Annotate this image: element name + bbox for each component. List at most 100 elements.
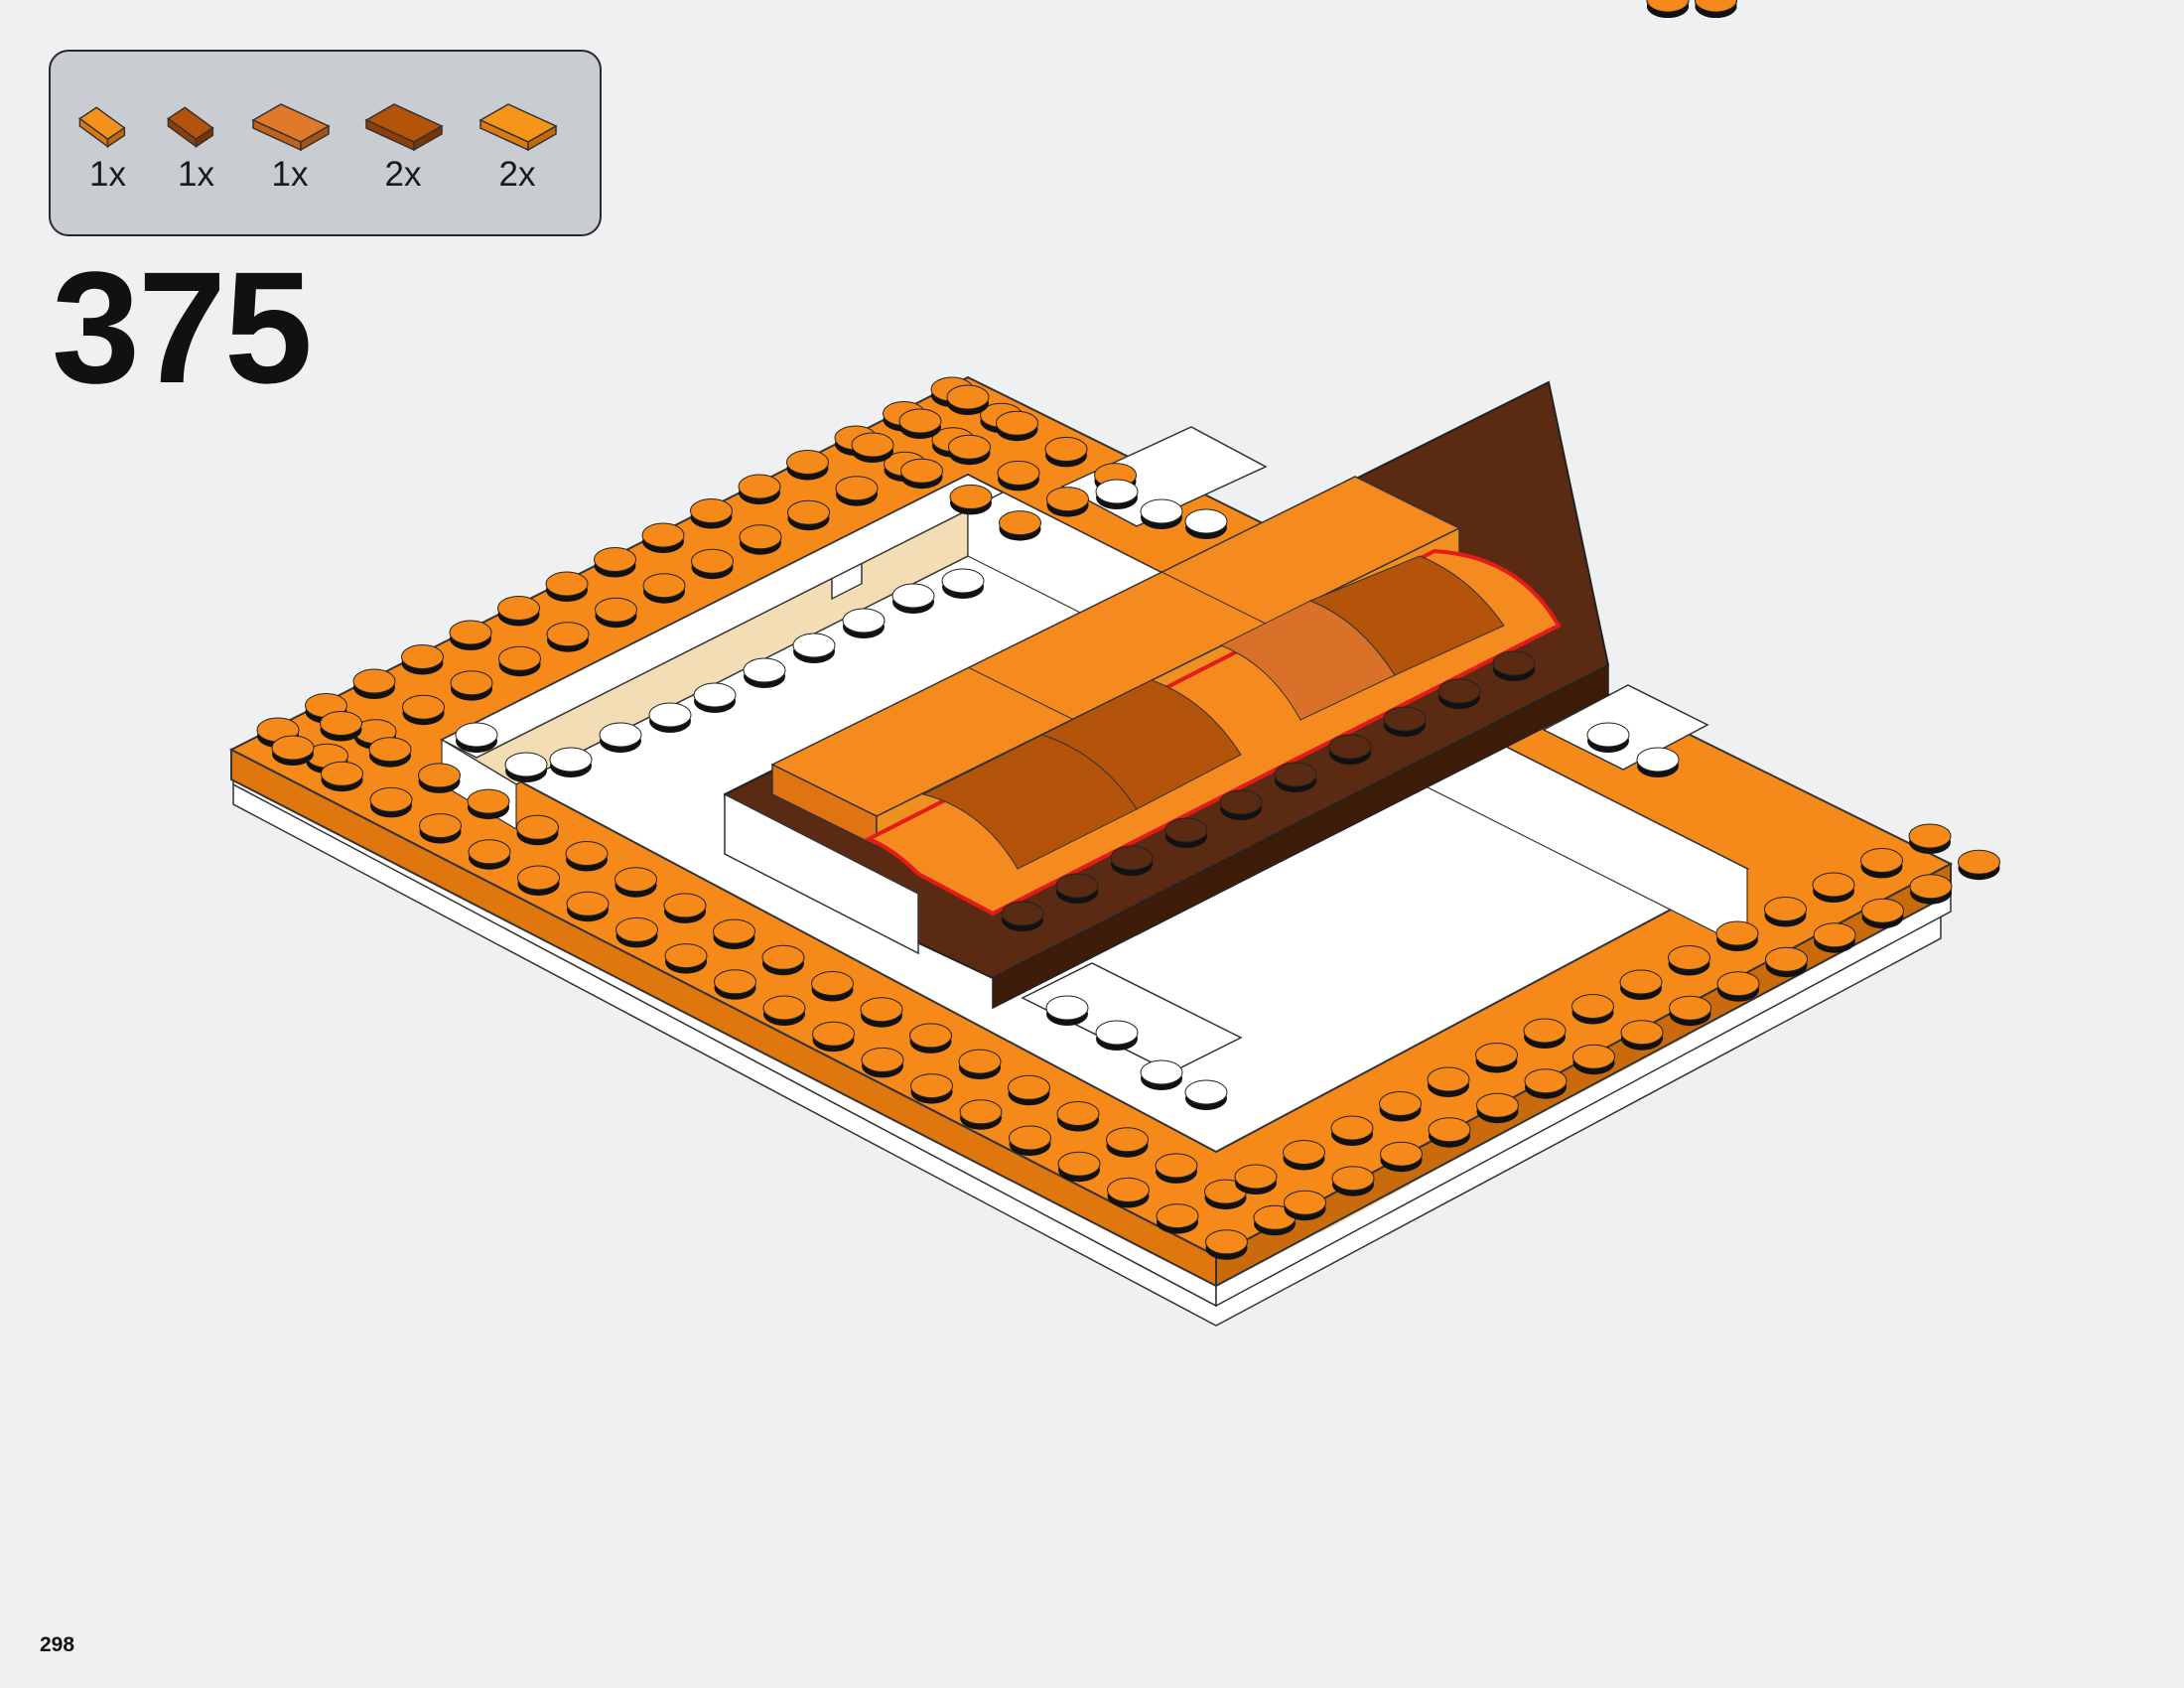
stud	[1715, 920, 1759, 951]
stud	[271, 735, 315, 766]
stud	[900, 458, 943, 490]
stud	[1001, 901, 1044, 931]
stud	[1274, 762, 1317, 792]
part-item-1: 1x	[70, 52, 145, 236]
stud	[1524, 1068, 1568, 1099]
stud	[860, 997, 903, 1028]
stud	[1427, 1066, 1470, 1097]
stud	[1009, 1125, 1051, 1156]
stud	[1765, 946, 1808, 978]
stud	[1668, 945, 1710, 976]
stud	[1140, 1059, 1183, 1090]
new-curved-slopes-highlight	[864, 548, 1562, 916]
stud	[455, 722, 498, 753]
stud	[664, 943, 708, 974]
stud	[1205, 1229, 1248, 1260]
stud	[1523, 1018, 1567, 1049]
stud	[1045, 995, 1089, 1026]
stud	[517, 865, 560, 896]
stud	[1476, 1092, 1519, 1124]
stud	[762, 995, 806, 1026]
stud	[546, 622, 590, 652]
stud	[1572, 1044, 1615, 1075]
stud	[910, 1073, 953, 1104]
stud	[1380, 1141, 1423, 1173]
stud	[320, 711, 362, 742]
stud	[1586, 722, 1630, 753]
stud	[1646, 0, 1690, 18]
stud	[504, 752, 548, 782]
stud	[714, 969, 756, 1000]
stud	[402, 694, 445, 726]
stud	[467, 788, 510, 820]
stud	[812, 1021, 855, 1053]
stud	[1383, 706, 1427, 737]
stud	[1106, 1127, 1149, 1158]
page-number: 298	[40, 1633, 75, 1656]
stud	[615, 916, 658, 948]
stud	[1716, 971, 1760, 1002]
stud	[1620, 1020, 1664, 1051]
stud	[1695, 0, 1737, 18]
stud	[1330, 1115, 1374, 1146]
stud	[997, 460, 1040, 492]
part-quantity: 1x	[271, 155, 309, 194]
stud	[835, 476, 879, 506]
curved-slope-dark-orange-icon	[364, 103, 444, 152]
stud	[1428, 1117, 1471, 1148]
stud	[948, 434, 991, 466]
stud	[566, 891, 610, 922]
stud	[419, 813, 462, 844]
stud	[1331, 1166, 1375, 1196]
stud	[786, 450, 829, 481]
stud	[1492, 650, 1536, 681]
stud	[549, 747, 593, 777]
part-quantity: 1x	[178, 155, 214, 194]
stud	[595, 597, 637, 629]
stud	[1812, 872, 1855, 903]
stud	[996, 410, 1038, 442]
stud	[861, 1047, 904, 1078]
stud	[614, 867, 657, 898]
stud-pattern	[256, 0, 2000, 1260]
stud	[851, 432, 894, 463]
stud	[1219, 789, 1263, 820]
stud	[743, 657, 786, 688]
step-number: 375	[52, 238, 313, 416]
stud	[401, 644, 444, 675]
stud	[1184, 1079, 1228, 1110]
stud	[1155, 1153, 1198, 1184]
stud	[449, 620, 492, 650]
stud	[1328, 734, 1372, 765]
stud	[1861, 898, 1904, 929]
stud	[1908, 823, 1952, 854]
stud	[1055, 873, 1099, 904]
stud	[468, 839, 511, 870]
part-quantity: 1x	[89, 155, 126, 194]
stud	[368, 737, 412, 768]
stud	[787, 499, 830, 531]
stud	[352, 668, 396, 699]
stud	[691, 548, 734, 580]
stud	[1184, 508, 1228, 539]
part-item-2: 1x	[159, 52, 233, 236]
stud	[1110, 845, 1154, 876]
stud	[1107, 1177, 1150, 1208]
stud	[599, 722, 642, 753]
stud	[1860, 848, 1903, 879]
stud	[898, 408, 942, 439]
stud	[321, 761, 363, 792]
stud	[1958, 849, 2000, 881]
stud	[946, 384, 990, 415]
parts-list-callout: 1x 1x 1x 2x 2x	[49, 50, 602, 236]
stud	[738, 474, 781, 504]
stud	[663, 893, 707, 923]
stud	[999, 510, 1041, 541]
stud	[418, 763, 461, 793]
stud	[1044, 436, 1088, 468]
curved-slope-bright-orange-icon	[78, 106, 126, 149]
stud	[1764, 897, 1807, 927]
part-item-3: 1x	[245, 52, 335, 236]
stud	[641, 522, 685, 553]
stud	[811, 971, 854, 1002]
